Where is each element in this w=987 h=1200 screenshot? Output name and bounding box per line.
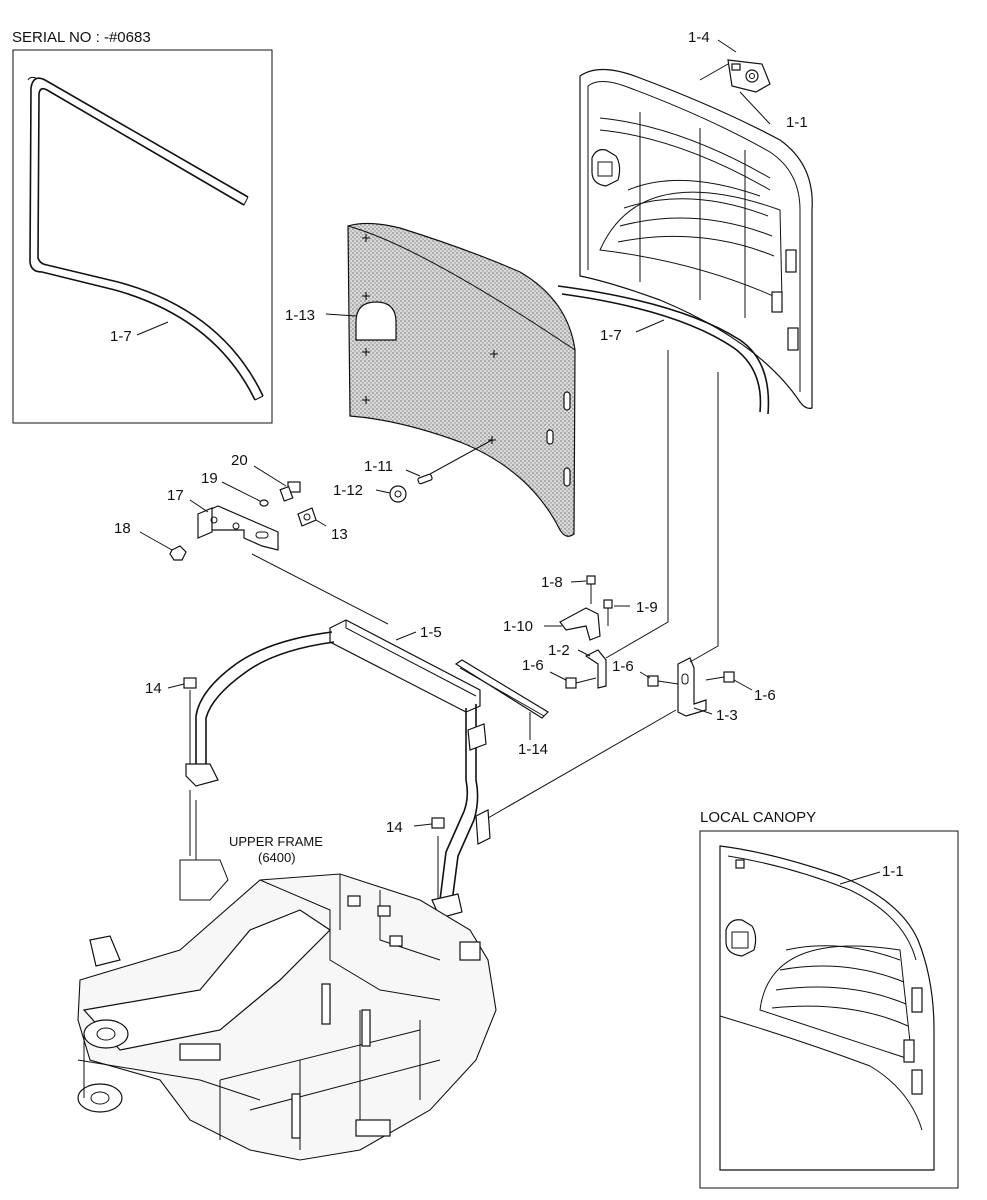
panel-1-13: 1-13 bbox=[285, 222, 576, 537]
bracket-17-group: 20 19 17 18 13 bbox=[114, 452, 348, 561]
callout-1-3: 1-3 bbox=[716, 707, 738, 724]
callout-1-9: 1-9 bbox=[636, 599, 658, 616]
callout-1-1-local: 1-1 bbox=[882, 863, 904, 880]
upper-frame: UPPER FRAME (6400) bbox=[77, 800, 497, 1161]
callout-1-6-right: 1-6 bbox=[754, 687, 776, 704]
inset-box-seal: 1-7 bbox=[12, 49, 273, 424]
seal-1-7: 1-7 bbox=[557, 285, 770, 415]
callout-1-5: 1-5 bbox=[420, 624, 442, 641]
callout-1-8: 1-8 bbox=[541, 574, 563, 591]
callout-14-left: 14 bbox=[145, 680, 162, 697]
callout-20: 20 bbox=[231, 452, 248, 469]
callout-1-14: 1-14 bbox=[518, 741, 548, 758]
callout-18: 18 bbox=[114, 520, 131, 537]
hinge-parts-group: 1-8 1-9 1-10 1-2 1-6 bbox=[503, 574, 658, 689]
callout-13: 13 bbox=[331, 526, 348, 543]
callout-19: 19 bbox=[201, 470, 218, 487]
upper-frame-label: UPPER FRAME bbox=[229, 834, 323, 849]
callout-1-7-main: 1-7 bbox=[600, 327, 622, 344]
callout-17: 17 bbox=[167, 487, 184, 504]
hinge-1-3: 1-3 1-6 1-6 bbox=[612, 657, 776, 724]
panel-fasteners bbox=[362, 234, 498, 444]
bolt-14-left: 14 bbox=[145, 677, 197, 697]
callout-1-6-mid: 1-6 bbox=[612, 658, 634, 675]
local-canopy-box: LOCAL CANOPY 1-1 bbox=[699, 809, 959, 1189]
hood-1-1: 1-1 bbox=[579, 68, 813, 409]
callout-1-11: 1-11 bbox=[364, 458, 393, 475]
callout-1-12: 1-12 bbox=[333, 482, 363, 499]
latch-1-4: 1-4 bbox=[688, 29, 771, 93]
assembly-guide-lines bbox=[189, 350, 719, 1010]
pin-1-11: 1-11 bbox=[364, 439, 493, 485]
seal-1-14: 1-14 bbox=[454, 659, 549, 758]
callout-1-4: 1-4 bbox=[688, 29, 710, 46]
callout-1-2: 1-2 bbox=[548, 642, 570, 659]
upper-frame-code: (6400) bbox=[258, 850, 296, 865]
callout-1-7-inset: 1-7 bbox=[110, 328, 132, 345]
local-canopy-title: LOCAL CANOPY bbox=[700, 809, 816, 826]
callout-1-13: 1-13 bbox=[285, 307, 315, 324]
callout-1-1: 1-1 bbox=[786, 114, 808, 131]
callout-14-right: 14 bbox=[386, 819, 403, 836]
callout-1-6-left: 1-6 bbox=[522, 657, 544, 674]
callout-1-10: 1-10 bbox=[503, 618, 533, 635]
serial-number-label: SERIAL NO : -#0683 bbox=[12, 29, 151, 46]
bolt-14-right: 14 bbox=[386, 817, 445, 836]
support-frame-1-5: 1-5 bbox=[185, 619, 491, 919]
grommet-1-12: 1-12 bbox=[333, 482, 407, 503]
